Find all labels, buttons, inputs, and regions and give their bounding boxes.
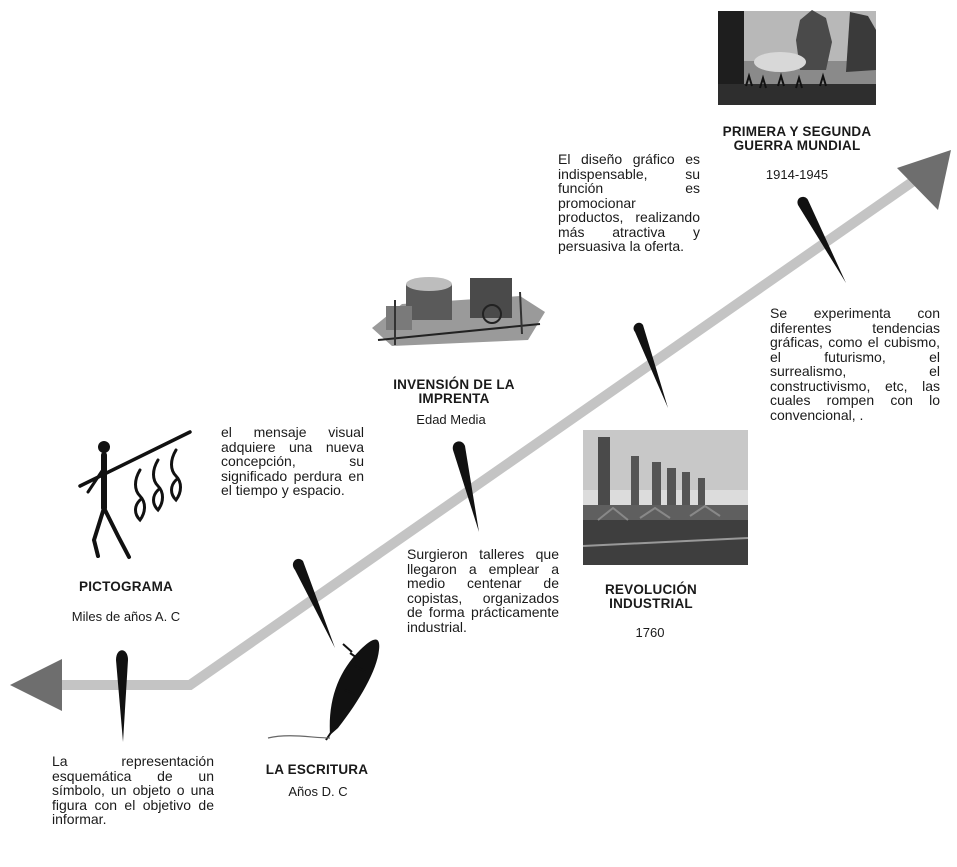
event-description-guerra: Se experimenta con diferentes tendencias… — [770, 305, 940, 423]
factory-icon — [582, 430, 749, 565]
event-date-revolucion: 1760 — [635, 625, 665, 640]
event-description-escritura: el mensaje visual adquiere una nueva con… — [221, 424, 364, 498]
pointer-imprenta — [452, 441, 479, 532]
event-title-imprenta: INVENSIÓN DE LA IMPRENTA — [393, 377, 515, 406]
pointer-revolucion — [633, 322, 668, 408]
event-title-escritura: LA ESCRITURA — [265, 762, 369, 777]
event-title-guerra: PRIMERA Y SEGUNDA GUERRA MUNDIAL — [722, 124, 872, 153]
event-date-escritura: Años D. C — [288, 784, 348, 799]
event-date-imprenta: Edad Media — [416, 412, 486, 427]
stick-figure-pictogram-icon — [78, 430, 192, 559]
timeline-arrowhead-right — [897, 150, 951, 210]
pointer-guerra — [797, 196, 846, 283]
printing-press-icon — [368, 272, 550, 347]
event-date-guerra: 1914-1945 — [765, 167, 829, 182]
event-title-revolucion: REVOLUCIÓN INDUSTRIAL — [604, 582, 697, 611]
quill-feather-icon — [267, 639, 380, 741]
pointer-escritura — [292, 558, 335, 648]
war-ruins-photo-icon — [718, 10, 876, 105]
pointer-pictograma — [116, 650, 128, 742]
event-description-imprenta: Surgieron talleres que llegaron a emplea… — [407, 546, 559, 635]
event-title-pictograma: PICTOGRAMA — [78, 579, 173, 594]
timeline-bar — [60, 175, 918, 690]
event-description-pictograma: La representación esquemática de un símb… — [52, 753, 214, 827]
timeline-arrowhead-left — [10, 659, 62, 711]
event-date-pictograma: Miles de años A. C — [71, 609, 181, 624]
event-description-revolucion: El diseño gráfico es indispensable, su f… — [558, 151, 700, 254]
